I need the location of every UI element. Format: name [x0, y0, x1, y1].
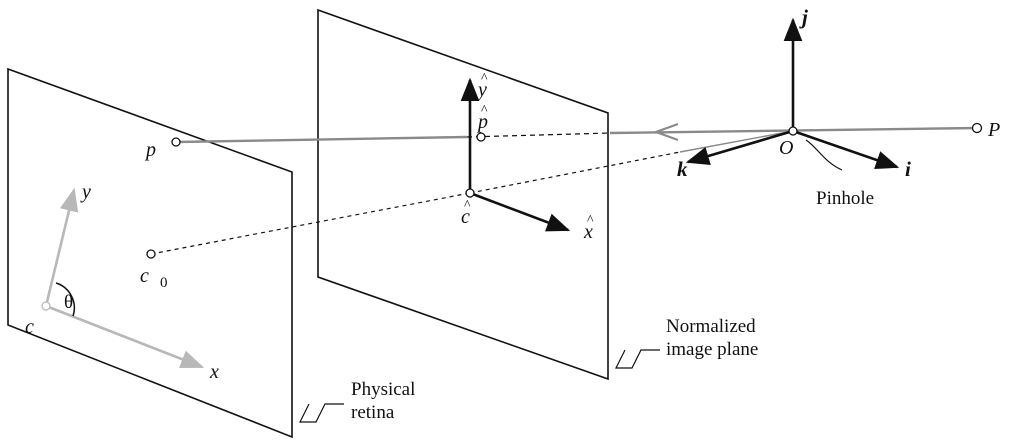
caption-pinhole: Pinhole	[816, 188, 874, 209]
physical-retina-leader	[299, 403, 344, 423]
label-theta: θ	[64, 292, 73, 313]
theta-angle-arc	[55, 282, 76, 317]
label-y-hat-accent: ^	[481, 71, 488, 86]
label-x-hat-accent: ^	[587, 213, 594, 228]
retina-y-axis	[44, 187, 79, 307]
label-x: x	[209, 361, 219, 383]
label-c0: c	[140, 265, 149, 287]
label-y: y	[80, 181, 91, 203]
label-i: i	[905, 157, 911, 181]
label-O: O	[779, 137, 793, 159]
label-x-hat: x	[583, 221, 593, 243]
label-j: j	[799, 5, 808, 29]
caption-normalized-line1: Normalized	[666, 316, 756, 337]
normalized-plane-leader	[615, 349, 660, 369]
point-P	[971, 122, 983, 134]
caption-physical-line2: retina	[351, 402, 395, 423]
caption-normalized-line2: image plane	[666, 339, 758, 360]
optical-axis-dashed-left	[150, 192, 471, 255]
label-c-hat: c	[461, 206, 470, 228]
point-c-hat	[465, 188, 475, 198]
retina-x-axis	[45, 304, 205, 369]
label-p: p	[144, 139, 156, 161]
ray-solid-left	[175, 135, 468, 144]
i-axis	[792, 129, 900, 169]
caption-physical-line1: Physical	[351, 379, 415, 400]
label-c: c	[25, 316, 34, 338]
label-c0-subscript: 0	[160, 275, 168, 291]
point-O	[788, 126, 798, 136]
k-axis	[685, 129, 794, 166]
ray-dashed-between-planes	[466, 132, 611, 138]
ray-direction-arrowhead	[652, 122, 679, 142]
optical-axis-dashed-right	[469, 151, 681, 194]
label-y-hat: y	[476, 79, 487, 101]
label-P: P	[987, 119, 1000, 141]
point-c0	[146, 249, 156, 259]
normalized-image-plane	[317, 8, 609, 381]
point-c	[41, 301, 51, 311]
pinhole-leader	[805, 139, 843, 171]
label-p-hat-accent: ^	[481, 103, 488, 118]
label-p-hat: p	[476, 111, 488, 133]
label-c-hat-accent: ^	[464, 198, 471, 213]
normalized-x-axis	[469, 191, 571, 232]
label-k: k	[677, 157, 688, 181]
point-p	[171, 137, 181, 147]
point-p-hat	[476, 132, 486, 142]
